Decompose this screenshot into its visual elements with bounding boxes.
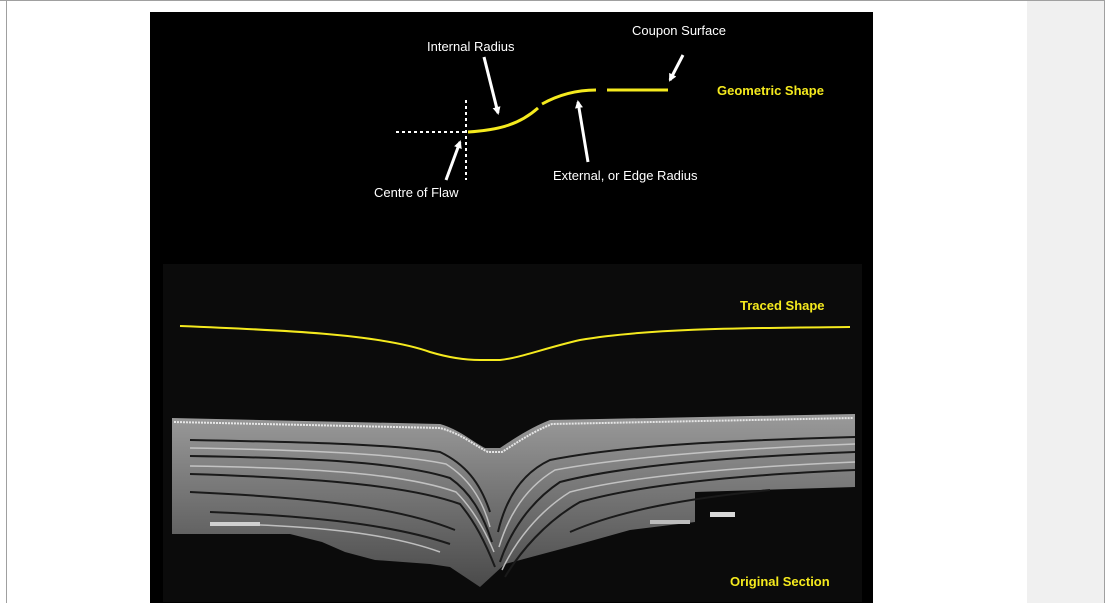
coupon-surface-arrow [670, 55, 683, 80]
fragment-3 [210, 522, 260, 526]
external-radius-label: External, or Edge Radius [553, 168, 698, 183]
side-panel [1027, 1, 1104, 603]
geometric-shape-group: Internal Radius Coupon Surface Geometric… [374, 23, 824, 200]
window-top-border [0, 0, 1105, 1]
flaw-diagram-svg: Internal Radius Coupon Surface Geometric… [150, 12, 873, 603]
external-radius-arrow [578, 102, 588, 162]
fragment-2 [650, 520, 690, 524]
internal-radius-curve [468, 108, 538, 132]
internal-radius-arrow [484, 57, 498, 113]
centre-of-flaw-label: Centre of Flaw [374, 185, 459, 200]
window-left-border [6, 0, 7, 603]
original-section-label: Original Section [730, 574, 830, 589]
traced-shape-label: Traced Shape [740, 298, 825, 313]
external-radius-curve [542, 90, 596, 104]
internal-radius-label: Internal Radius [427, 39, 515, 54]
fragment-1 [710, 512, 735, 517]
coupon-surface-label: Coupon Surface [632, 23, 726, 38]
geometric-shape-label: Geometric Shape [717, 83, 824, 98]
centre-of-flaw-arrow [446, 142, 460, 180]
diagram-slide: Internal Radius Coupon Surface Geometric… [150, 12, 873, 603]
